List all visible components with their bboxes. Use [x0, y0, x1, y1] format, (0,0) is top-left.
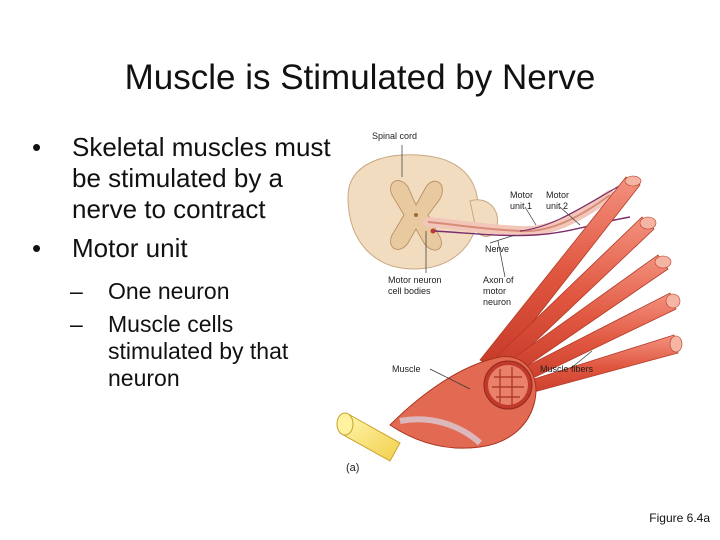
sub-bullet-text: One neuron [108, 278, 230, 304]
label-muscle-fibers: Muscle fibers [540, 364, 594, 374]
label-muscle: Muscle [392, 364, 421, 374]
sub-bullet-dash: – [70, 278, 83, 304]
label-panel-a: (a) [346, 462, 359, 474]
tendon [336, 412, 401, 462]
spinal-cord-section [347, 154, 498, 270]
bullet-text: Motor unit [72, 233, 188, 263]
label-motor-neuron: Motor neuron [388, 275, 442, 285]
bullet-dot: • [32, 132, 42, 162]
label-motor-unit-2: Motor [546, 190, 569, 200]
label-motor-neuron: cell bodies [388, 286, 431, 296]
label-spinal-cord: Spinal cord [372, 131, 417, 141]
sub-bullet-list: – One neuron – Muscle cells stimulated b… [32, 278, 332, 392]
bullet-text: Skeletal muscles must be stimulated by a… [72, 132, 331, 224]
label-motor-unit-2: unit 2 [546, 201, 568, 211]
label-axon: Axon of [483, 275, 514, 285]
bullet-item: • Motor unit [32, 233, 332, 264]
figure-caption: Figure 6.4a [649, 511, 710, 525]
label-nerve: Nerve [485, 244, 509, 254]
label-axon: motor [483, 286, 506, 296]
sub-bullet-item: – One neuron [70, 278, 332, 305]
label-motor-unit-1: unit 1 [510, 201, 532, 211]
bullet-dot: • [32, 233, 42, 263]
sub-bullet-dash: – [70, 311, 83, 337]
muscle-belly [389, 356, 537, 449]
leader-lines [401, 145, 593, 390]
motor-unit-figure: Spinal cord Motor unit 1 Motor unit 2 Ne… [336, 131, 683, 474]
bullet-item: • Skeletal muscles must be stimulated by… [32, 132, 332, 225]
slide-title: Muscle is Stimulated by Nerve [124, 58, 596, 97]
sub-bullet-text: Muscle cells stimulated by that neuron [108, 311, 289, 391]
label-axon: neuron [483, 297, 511, 307]
sub-bullet-item: – Muscle cells stimulated by that neuron [70, 311, 332, 392]
bullet-list: • Skeletal muscles must be stimulated by… [32, 132, 332, 392]
label-motor-unit-1: Motor [510, 190, 533, 200]
